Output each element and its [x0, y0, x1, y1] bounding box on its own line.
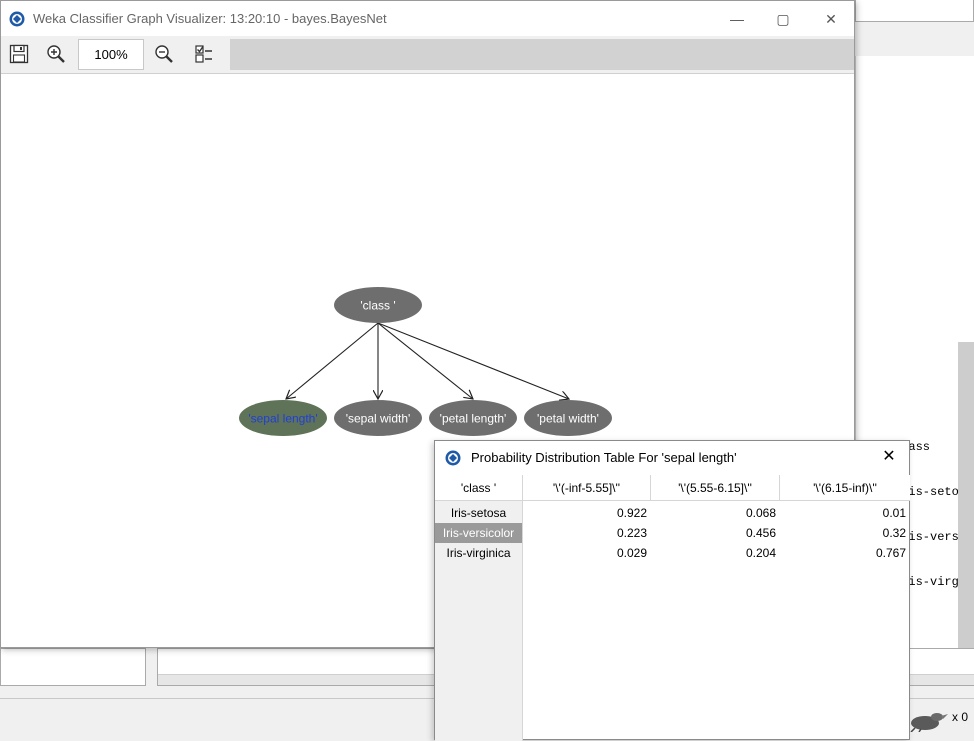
- row-header-iris-setosa[interactable]: Iris-setosa: [450, 506, 507, 520]
- zoom-out-button[interactable]: [151, 41, 177, 67]
- node-petal-length[interactable]: 'petal length': [429, 400, 517, 436]
- output-line: Iris-virg: [894, 575, 959, 589]
- graph-edges: [286, 322, 569, 399]
- edge-class-petal-length: [377, 322, 473, 399]
- layout-options-button[interactable]: [191, 41, 217, 67]
- column-header-class[interactable]: 'class ': [435, 475, 523, 501]
- background-text-field[interactable]: [855, 0, 974, 22]
- row-header-column: [435, 475, 523, 741]
- row-header-iris-versicolor[interactable]: Iris-versicolor: [435, 523, 522, 543]
- node-petal-length-label: 'petal length': [440, 412, 507, 426]
- node-class-label: 'class ': [360, 299, 395, 313]
- minimize-button[interactable]: —: [730, 11, 744, 27]
- checklist-icon: [195, 45, 212, 63]
- edge-class-petal-width: [377, 322, 569, 399]
- zoom-out-icon: [155, 45, 173, 63]
- dialog-close-button[interactable]: ✕: [882, 448, 896, 465]
- result-list-panel: [0, 648, 146, 686]
- node-petal-width-label: 'petal width': [537, 412, 599, 426]
- table-cell[interactable]: 0.068: [745, 506, 776, 520]
- table-cell[interactable]: 0.922: [616, 506, 647, 520]
- toolbar: 100%: [1, 36, 854, 74]
- weka-app-icon: [445, 450, 461, 466]
- table-cell[interactable]: 0.32: [882, 526, 906, 540]
- node-sepal-length-label: 'sepal length': [248, 412, 317, 426]
- output-line: Iris-vers: [894, 530, 959, 544]
- maximize-button[interactable]: ▢: [776, 11, 790, 27]
- table-cell[interactable]: 0.204: [745, 546, 776, 560]
- close-button[interactable]: ✕: [825, 11, 837, 27]
- zoom-percent-field[interactable]: 100%: [78, 39, 144, 70]
- probability-table-dialog: Probability Distribution Table For 'sepa…: [434, 440, 910, 741]
- node-petal-width[interactable]: 'petal width': [524, 400, 612, 436]
- weka-app-icon: [9, 11, 25, 27]
- column-header-bin-3[interactable]: '\'(6.15-inf)\'': [780, 475, 910, 501]
- table-cell[interactable]: 0.01: [882, 506, 906, 520]
- bayes-network-graph[interactable]: 'class ' 'sepal length' 'sepal width' 'p…: [1, 74, 854, 647]
- node-sepal-length[interactable]: 'sepal length': [239, 400, 327, 436]
- column-header-bin-1[interactable]: '\'(-inf-5.55]\'': [523, 475, 651, 501]
- window-title: Weka Classifier Graph Visualizer: 13:20:…: [33, 11, 387, 26]
- column-header-bin-2[interactable]: '\'(5.55-6.15]\'': [651, 475, 780, 501]
- table-cell[interactable]: 0.223: [616, 526, 647, 540]
- dialog-title: Probability Distribution Table For 'sepa…: [471, 450, 737, 465]
- edge-class-sepal-length: [286, 322, 379, 399]
- zoom-in-button[interactable]: [43, 41, 69, 67]
- table-cell[interactable]: 0.456: [745, 526, 776, 540]
- node-sepal-width-label: 'sepal width': [346, 412, 411, 426]
- weka-bird-icon[interactable]: [907, 708, 949, 732]
- zoom-in-icon: [47, 45, 65, 63]
- node-class[interactable]: 'class ': [334, 287, 422, 323]
- table-cell[interactable]: 0.767: [875, 546, 906, 560]
- table-cell[interactable]: 0.029: [616, 546, 647, 560]
- title-bar[interactable]: Weka Classifier Graph Visualizer: 13:20:…: [1, 1, 854, 35]
- node-sepal-width[interactable]: 'sepal width': [334, 400, 422, 436]
- toolbar-filler: [230, 39, 854, 70]
- save-icon: [9, 44, 29, 64]
- save-button[interactable]: [6, 41, 32, 67]
- row-header-iris-virginica[interactable]: Iris-virginica: [446, 546, 511, 560]
- output-line: Iris-seto: [894, 485, 959, 499]
- output-scrollbar-thumb[interactable]: [958, 342, 974, 682]
- status-task-count: x 0: [952, 710, 969, 724]
